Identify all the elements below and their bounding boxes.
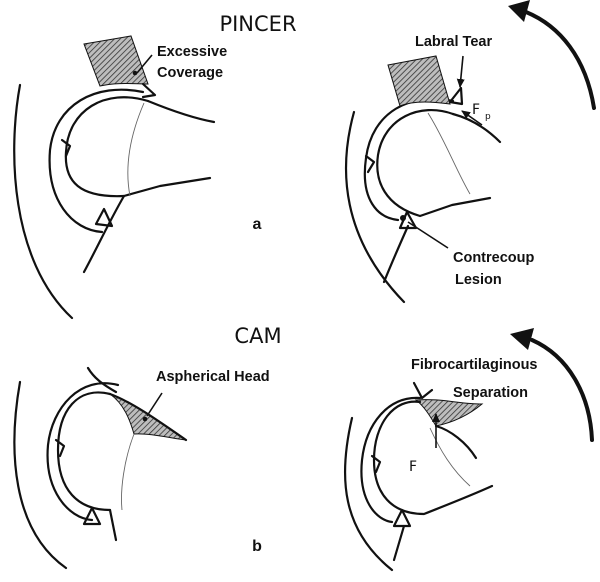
femoral-neck-upper bbox=[146, 99, 216, 124]
fovea bbox=[364, 154, 376, 174]
pelvis-outline bbox=[13, 83, 74, 320]
femoral-head bbox=[376, 109, 492, 218]
contrecoup-label-2: Lesion bbox=[455, 272, 502, 288]
aspherical-pointer bbox=[146, 392, 163, 417]
femoral-neck-lower bbox=[82, 194, 126, 274]
aspherical-head-label: Aspherical Head bbox=[156, 369, 270, 385]
labral-tear-label: Labral Tear bbox=[415, 34, 492, 50]
superior-labrum bbox=[86, 366, 118, 394]
femoral-head bbox=[56, 391, 112, 512]
excessive-coverage-label-1: Excessive bbox=[157, 44, 227, 60]
fovea bbox=[60, 138, 72, 158]
fp-label: F bbox=[472, 102, 480, 118]
panel-a-label: a bbox=[253, 216, 262, 233]
force-label: F bbox=[409, 459, 417, 475]
cam-title: CAM bbox=[234, 324, 281, 348]
physeal-scar bbox=[121, 433, 135, 511]
fibrocartilaginous-label-2: Separation bbox=[453, 385, 528, 401]
coverage-point bbox=[132, 70, 138, 76]
fp-subscript: p bbox=[485, 112, 491, 122]
aspherical-head-hatch bbox=[414, 399, 484, 427]
fp-arrow bbox=[461, 110, 483, 126]
contrecoup-point bbox=[400, 215, 406, 221]
rotation-arrowhead-cam bbox=[510, 328, 534, 350]
acetabulum-rim bbox=[48, 88, 145, 234]
contrecoup-pointer bbox=[407, 221, 449, 249]
pelvis-outline bbox=[344, 110, 406, 304]
physeal-scar bbox=[427, 112, 471, 195]
superior-labrum bbox=[412, 381, 434, 400]
cam-left-hip bbox=[13, 366, 188, 570]
femoral-neck-upper bbox=[108, 392, 188, 442]
fovea bbox=[54, 438, 66, 458]
femoral-head bbox=[372, 400, 494, 516]
fovea bbox=[370, 454, 382, 474]
rotation-arrow-pincer bbox=[524, 10, 596, 110]
labral-tear-arrow bbox=[456, 55, 465, 88]
excessive-coverage-label-2: Coverage bbox=[157, 65, 223, 81]
pincer-right-hip bbox=[344, 55, 502, 304]
aspherical-point bbox=[142, 416, 148, 422]
femoral-head bbox=[64, 96, 212, 198]
acetabulum-rim bbox=[360, 396, 422, 524]
femoral-neck-upper bbox=[451, 112, 502, 144]
contrecoup-label-1: Contrecoup bbox=[453, 250, 535, 266]
pincer-title: PINCER bbox=[219, 12, 296, 36]
pelvis-outline bbox=[13, 380, 68, 570]
physeal-scar bbox=[429, 427, 471, 487]
femoral-neck-lower bbox=[108, 508, 118, 542]
femoral-neck-lower bbox=[382, 224, 410, 284]
labrum bbox=[141, 82, 157, 99]
coverage-pointer bbox=[136, 54, 153, 74]
cam-right-hip bbox=[343, 381, 494, 572]
rotation-arrow-cam bbox=[530, 338, 594, 442]
fibrocartilaginous-label-1: Fibrocartilaginous bbox=[411, 357, 538, 373]
inferior-labrum bbox=[82, 506, 102, 526]
excessive-coverage-hatch bbox=[387, 55, 451, 107]
acetabulum-rim bbox=[46, 382, 120, 522]
pincer-left-hip bbox=[13, 35, 216, 320]
physeal-scar bbox=[127, 102, 145, 197]
femoral-neck-lower bbox=[392, 524, 406, 562]
torn-labrum bbox=[448, 86, 464, 106]
inferior-labrum bbox=[392, 508, 412, 528]
inferior-labrum bbox=[94, 207, 114, 228]
panel-b-label: b bbox=[252, 538, 262, 555]
rotation-arrowhead-pincer bbox=[508, 0, 530, 22]
excessive-coverage-hatch bbox=[83, 35, 149, 87]
femoral-neck-upper bbox=[434, 424, 478, 460]
pelvis-outline bbox=[343, 416, 394, 572]
